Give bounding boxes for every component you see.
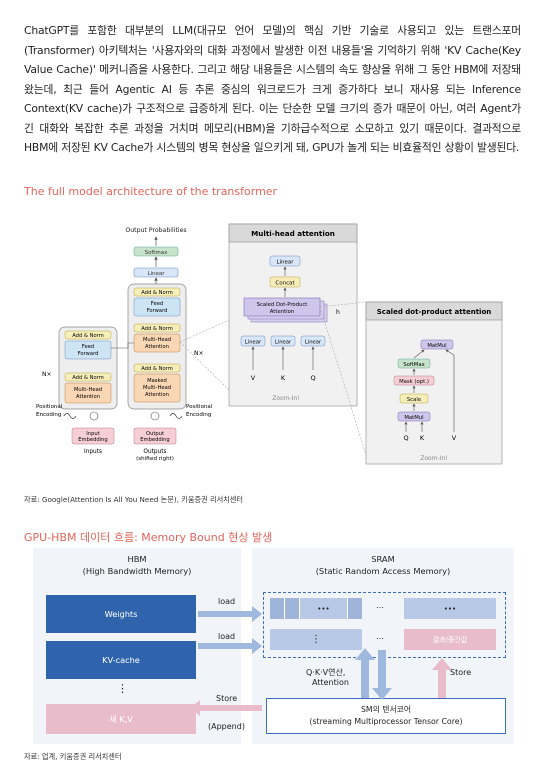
svg-text:Add & Norm: Add & Norm xyxy=(72,333,104,339)
svg-text:Zoom-In!: Zoom-In! xyxy=(420,455,447,462)
svg-text:Linear: Linear xyxy=(147,271,165,277)
weights-block: Weights xyxy=(46,595,196,633)
svg-text:Output: Output xyxy=(146,431,164,437)
svg-text:MatMul: MatMul xyxy=(427,343,446,349)
figure1-caption: 자료: Google(Attention Is All You Need 논문)… xyxy=(24,495,244,504)
svg-text:(shifted right): (shifted right) xyxy=(136,456,174,462)
svg-text:Q: Q xyxy=(310,374,315,382)
hbm-title: HBM xyxy=(127,554,147,564)
sram-subtitle: (Static Random Access Memory) xyxy=(315,566,451,576)
svg-text:Add & Norm: Add & Norm xyxy=(141,290,173,296)
svg-text:SoftMax: SoftMax xyxy=(403,362,424,368)
svg-text:MatMul: MatMul xyxy=(404,415,423,421)
sram-panel: SRAM (Static Random Access Memory) ••• …… xyxy=(252,548,514,744)
svg-text:Attention: Attention xyxy=(145,392,169,398)
svg-text:K: K xyxy=(281,374,286,382)
svg-text:Softmax: Softmax xyxy=(145,250,169,256)
svg-text:Attention: Attention xyxy=(76,394,100,400)
svg-text:Inputs: Inputs xyxy=(84,449,102,455)
hbm-vdots: ⋮ xyxy=(117,682,128,695)
sram-kv-tile: ⋮ xyxy=(270,629,362,650)
figure1-title: The full model architecture of the trans… xyxy=(24,185,278,198)
svg-text:Encoding: Encoding xyxy=(186,412,211,418)
load-arrow-weights xyxy=(198,606,262,622)
output-embedding-block xyxy=(133,427,177,445)
svg-text:Masked: Masked xyxy=(147,378,167,384)
svg-text:V: V xyxy=(452,434,457,442)
store-label-left: Store xyxy=(216,694,238,703)
sram-ellipsis-1: … xyxy=(376,601,384,610)
sram-weights-tile: ••• xyxy=(270,598,362,619)
store-up-arrow xyxy=(432,658,452,670)
svg-text:N×: N× xyxy=(42,371,52,378)
svg-text:Positional: Positional xyxy=(186,404,213,410)
svg-text:Encoding: Encoding xyxy=(36,412,61,418)
append-label: (Append) xyxy=(208,722,245,731)
svg-text:Add & Norm: Add & Norm xyxy=(141,326,173,332)
svg-text:Linear: Linear xyxy=(245,340,262,346)
svg-text:Zoom-In!: Zoom-In! xyxy=(272,395,299,402)
sram-buffer: ••• … ••• ⋮ … 결과/중간값 xyxy=(263,592,506,658)
load-label-1: load xyxy=(218,597,236,606)
svg-text:Input: Input xyxy=(86,431,99,437)
svg-text:Feed: Feed xyxy=(82,344,94,350)
svg-text:N×: N× xyxy=(194,350,204,357)
qkv-label: Q·K·V연산, xyxy=(306,668,346,677)
svg-text:Multi-Head: Multi-Head xyxy=(143,337,171,343)
svg-text:Linear: Linear xyxy=(305,340,322,346)
svg-text:Add & Norm: Add & Norm xyxy=(72,375,104,381)
svg-text:Scaled Dot-Product: Scaled Dot-Product xyxy=(257,302,308,308)
new-kv-block: 새 K,V xyxy=(46,704,196,734)
transformer-architecture-figure: Output Probabilities Softmax Linear Add … xyxy=(36,223,503,465)
svg-text:Multi-Head: Multi-Head xyxy=(143,385,171,391)
svg-text:V: V xyxy=(251,374,256,382)
svg-text:Embedding: Embedding xyxy=(78,437,107,443)
sram-title: SRAM xyxy=(371,554,395,564)
svg-text:Multi-Head: Multi-Head xyxy=(74,387,102,393)
store-arrow-left xyxy=(190,700,262,716)
svg-text:Forward: Forward xyxy=(78,351,99,357)
svg-text:Feed: Feed xyxy=(151,301,163,307)
figure2-title: GPU-HBM 데이터 흐름: Memory Bound 현상 발생 xyxy=(24,531,273,544)
kv-cache-block: KV-cache xyxy=(46,641,196,679)
figure2-caption: 자료: 업계, 키움증권 리서치센터 xyxy=(24,752,122,761)
svg-text:Scale: Scale xyxy=(407,397,421,403)
svg-text:Concat: Concat xyxy=(275,281,295,287)
svg-text:Add & Norm: Add & Norm xyxy=(141,366,173,372)
qkv-up-arrow xyxy=(355,648,375,660)
svg-text:Positional: Positional xyxy=(36,404,63,410)
sram-ellipsis-2: … xyxy=(376,632,384,641)
svg-text:Mask (opt.): Mask (opt.) xyxy=(399,379,429,385)
svg-text:Linear: Linear xyxy=(276,260,294,266)
load-label-2: load xyxy=(218,632,236,641)
load-arrow-kv xyxy=(198,638,262,654)
result-tile: 결과/중간값 xyxy=(404,629,496,650)
hbm-subtitle: (High Bandwidth Memory) xyxy=(82,566,192,576)
svg-text:K: K xyxy=(420,434,425,442)
svg-text:Q: Q xyxy=(403,434,408,442)
svg-text:Forward: Forward xyxy=(147,308,168,314)
output-probabilities-label: Output Probabilities xyxy=(125,227,186,234)
data-flow-arrows xyxy=(190,606,452,716)
qkv-down-arrow xyxy=(372,688,392,700)
attention-label: Attention xyxy=(312,678,349,687)
softmax-block xyxy=(133,246,179,257)
svg-text:Multi-head attention: Multi-head attention xyxy=(251,229,335,238)
store-label-right: Store xyxy=(450,668,472,677)
tensor-core-box: SM의 텐서코어 (streaming Multiprocessor Tenso… xyxy=(266,698,506,734)
svg-text:Embedding: Embedding xyxy=(140,437,169,443)
sram-tile-2: ••• xyxy=(404,598,496,619)
svg-text:Outputs: Outputs xyxy=(143,449,166,455)
svg-text:h: h xyxy=(336,309,340,316)
svg-text:Attention: Attention xyxy=(270,309,294,315)
linear-block xyxy=(133,267,179,278)
svg-text:Linear: Linear xyxy=(275,340,292,346)
input-embedding-block xyxy=(71,427,115,445)
body-paragraph: ChatGPT를 포함한 대부분의 LLM(대규모 언어 모델)의 핵심 기반 … xyxy=(24,24,521,154)
svg-text:Scaled dot-product attention: Scaled dot-product attention xyxy=(377,308,491,316)
svg-text:Attention: Attention xyxy=(145,344,169,350)
